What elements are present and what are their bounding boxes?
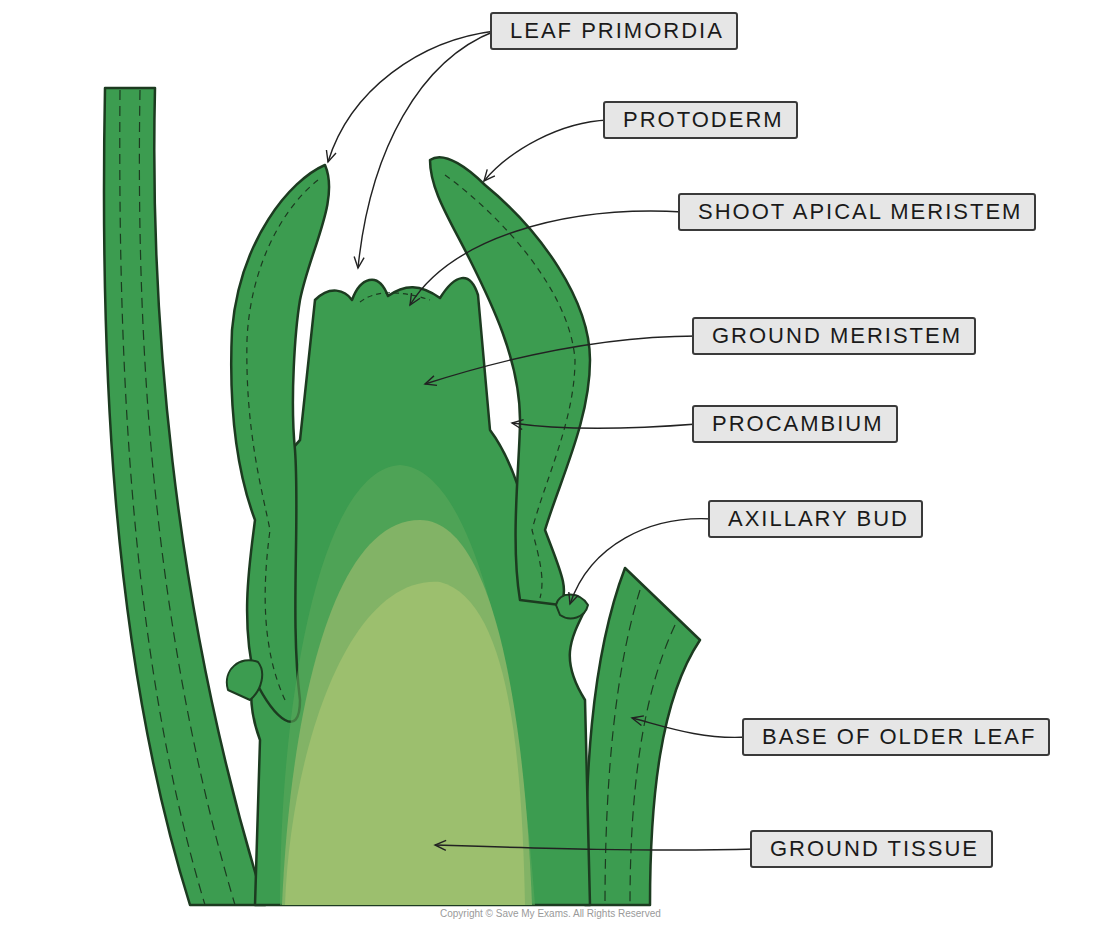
label-text: PROCAMBIUM — [712, 411, 884, 436]
label-box: GROUND MERISTEM — [692, 317, 976, 355]
label-box: AXILLARY BUD — [708, 500, 923, 538]
label-text: AXILLARY BUD — [728, 506, 909, 531]
label-box: PROCAMBIUM — [692, 405, 898, 443]
label-text: BASE OF OLDER LEAF — [762, 724, 1036, 749]
label-box: PROTODERM — [603, 101, 798, 139]
label-text: GROUND TISSUE — [770, 836, 979, 861]
label-box: BASE OF OLDER LEAF — [742, 718, 1050, 756]
label-box: GROUND TISSUE — [750, 830, 993, 868]
label-text: LEAF PRIMORDIA — [510, 18, 724, 43]
label-text: PROTODERM — [623, 107, 784, 132]
label-box: SHOOT APICAL MERISTEM — [678, 193, 1036, 231]
label-text: GROUND MERISTEM — [712, 323, 962, 348]
label-text: SHOOT APICAL MERISTEM — [698, 199, 1022, 224]
copyright-note: Copyright © Save My Exams. All Rights Re… — [440, 908, 661, 919]
label-box: LEAF PRIMORDIA — [490, 12, 738, 50]
